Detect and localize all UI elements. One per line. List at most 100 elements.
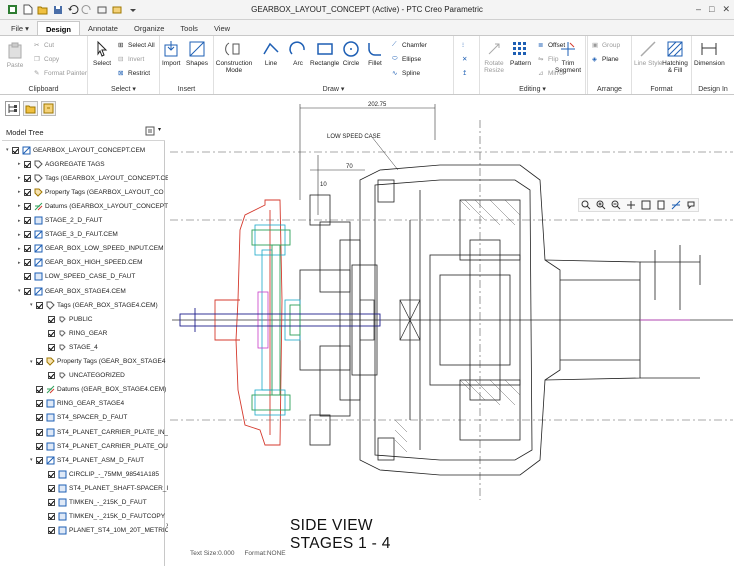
tree-item-checkbox[interactable] [48, 527, 55, 535]
expand-toggle-icon[interactable]: ▾ [6, 147, 9, 153]
maximize-icon[interactable]: □ [709, 4, 715, 14]
tree-item[interactable]: ▸GEAR_BOX_HIGH_SPEED.CEM [18, 256, 143, 270]
expand-toggle-icon[interactable]: ▾ [30, 302, 33, 309]
circle-button[interactable]: Circle [342, 40, 360, 67]
fillet-button[interactable]: Fillet [366, 40, 384, 67]
tree-item[interactable]: UNCATEGORIZED [42, 369, 125, 383]
tab-tools[interactable]: Tools [180, 24, 198, 33]
expand-toggle-icon[interactable]: ▸ [18, 161, 21, 168]
tree-item-checkbox[interactable] [24, 287, 31, 295]
folder-browser-tab[interactable] [23, 101, 38, 116]
expand-toggle-icon[interactable]: ▸ [18, 259, 21, 266]
low-speed-case[interactable] [359, 164, 701, 476]
axis-button[interactable]: ↥ [462, 69, 470, 77]
expand-toggle-icon[interactable]: ▾ [30, 457, 33, 464]
tab-organize[interactable]: Organize [133, 24, 165, 33]
tree-item-checkbox[interactable] [24, 174, 31, 182]
paste-button[interactable]: Paste [6, 42, 24, 69]
tree-item-checkbox[interactable] [36, 414, 43, 422]
invert-button[interactable]: ⊟Invert [118, 55, 144, 64]
zoom-in-icon[interactable] [594, 199, 608, 211]
expand-toggle-icon[interactable]: ▸ [18, 231, 21, 238]
expand-toggle-icon[interactable]: ▾ [30, 358, 33, 365]
rectangle-button[interactable]: Rectangle [310, 40, 339, 67]
tree-item[interactable]: RING_GEAR [42, 326, 107, 340]
flip-button[interactable]: ⇋Flip [538, 55, 558, 64]
new-file-icon[interactable] [21, 3, 34, 16]
line-style-button[interactable]: Line Style [634, 40, 663, 67]
group-button[interactable]: ▣Group [592, 41, 620, 50]
dimension-button[interactable]: Dimension [694, 40, 725, 67]
rotate-resize-button[interactable]: Rotate Resize [480, 40, 508, 74]
annotation-display-icon[interactable] [684, 199, 698, 211]
tree-item-checkbox[interactable] [48, 513, 55, 521]
arc-button[interactable]: Arc [289, 40, 307, 67]
plane-button[interactable]: ◈Plane [592, 55, 619, 64]
tree-item[interactable]: ▾ST4_PLANET_ASM_D_FAUT [30, 453, 144, 467]
tree-item[interactable]: ST4_PLANET_CARRIER_PLATE_IN_I [30, 425, 170, 439]
tree-item[interactable]: PLANET_ST4_10M_20T_METRIC [42, 524, 169, 538]
zoom-out-icon[interactable] [609, 199, 623, 211]
tree-item-checkbox[interactable] [24, 273, 31, 281]
expand-toggle-icon[interactable]: ▸ [18, 217, 21, 224]
tree-item[interactable]: ST4_PLANET_CARRIER_PLATE_OUT [30, 439, 172, 453]
minimize-icon[interactable]: – [696, 4, 702, 14]
tree-item-checkbox[interactable] [48, 372, 55, 380]
tree-item-checkbox[interactable] [24, 160, 31, 168]
tree-item[interactable]: ▸GEAR_BOX_LOW_SPEED_INPUT.CEM [18, 242, 163, 256]
close-icon[interactable]: ✕ [722, 4, 730, 14]
tree-item[interactable]: ST4_PLANET_SHAFT-SPACER_I [42, 481, 168, 495]
tree-item-checkbox[interactable] [24, 202, 31, 210]
shapes-button[interactable]: Shapes [186, 40, 208, 67]
input-shaft[interactable] [179, 308, 381, 332]
tree-item-checkbox[interactable] [24, 231, 31, 239]
view-title[interactable]: SIDE VIEW STAGES 1 - 4 [290, 517, 391, 553]
expand-toggle-icon[interactable]: ▸ [18, 245, 21, 252]
tree-item[interactable]: PUBLIC [42, 312, 92, 326]
tree-item-checkbox[interactable] [36, 301, 43, 309]
tree-item-checkbox[interactable] [24, 245, 31, 253]
refit-icon[interactable] [579, 199, 593, 211]
pattern-button[interactable]: Pattern [510, 40, 531, 67]
graphics-area[interactable]: 202.75 70 10 LOW SPEED CASE [168, 98, 734, 568]
tree-item[interactable]: ▸STAGE_2_D_FAUT [18, 214, 102, 228]
ellipse-button[interactable]: ⬭Ellipse [392, 55, 421, 63]
tree-item-checkbox[interactable] [12, 146, 19, 154]
tree-item[interactable]: CIRCLIP_-_75MM_98541A185 [42, 467, 159, 481]
tree-item[interactable]: ▸STAGE_3_D_FAUT.CEM [18, 228, 118, 242]
tree-item[interactable]: ▸Property Tags (GEARBOX_LAYOUT_CO [18, 185, 164, 199]
undo-icon[interactable] [66, 3, 79, 16]
cut-button[interactable]: ✂Cut [34, 41, 54, 50]
save-icon[interactable] [51, 3, 64, 16]
tree-item-checkbox[interactable] [36, 428, 43, 436]
gearbox-layout-drawing[interactable]: 202.75 70 10 LOW SPEED CASE [168, 98, 734, 568]
customize-qat-icon[interactable] [126, 3, 139, 16]
regenerate-icon[interactable] [96, 3, 109, 16]
tab-design[interactable]: Design [36, 21, 80, 35]
spline-button[interactable]: ∿Spline [392, 69, 420, 78]
tree-item[interactable]: ▸AGGREGATE TAGS [18, 157, 105, 171]
tree-item-checkbox[interactable] [36, 442, 43, 450]
tree-item-checkbox[interactable] [48, 470, 55, 478]
tree-item[interactable]: ▾GEARBOX_LAYOUT_CONCEPT.CEM [6, 143, 145, 157]
redo-icon[interactable] [81, 3, 94, 16]
offset-button[interactable]: ≣Offset [538, 41, 565, 50]
tree-item[interactable]: LOW_SPEED_CASE_D_FAUT [18, 270, 135, 284]
select-button[interactable]: Select [93, 40, 111, 67]
tree-item[interactable]: Datums (GEAR_BOX_STAGE4.CEM) [30, 383, 166, 397]
green-planet-parts[interactable] [251, 229, 301, 411]
mirror-button[interactable]: ⊿Mirror [538, 69, 565, 78]
hatching-fill-button[interactable]: Hatching & Fill [660, 40, 690, 74]
tab-annotate[interactable]: Annotate [87, 24, 118, 33]
tree-item-checkbox[interactable] [24, 217, 31, 224]
magenta-parts[interactable] [257, 291, 690, 349]
open-folder-icon[interactable] [36, 3, 49, 16]
pan-icon[interactable] [624, 199, 638, 211]
repaint-icon[interactable] [639, 199, 653, 211]
tree-item-checkbox[interactable] [36, 386, 43, 394]
model-tree-tab[interactable] [5, 101, 20, 116]
favorites-tab[interactable] [41, 101, 56, 116]
tree-item[interactable]: RING_GEAR_STAGE4 [30, 397, 124, 411]
red-input-housing[interactable] [214, 199, 283, 446]
chamfer-button[interactable]: ⟋Chamfer [392, 41, 427, 49]
